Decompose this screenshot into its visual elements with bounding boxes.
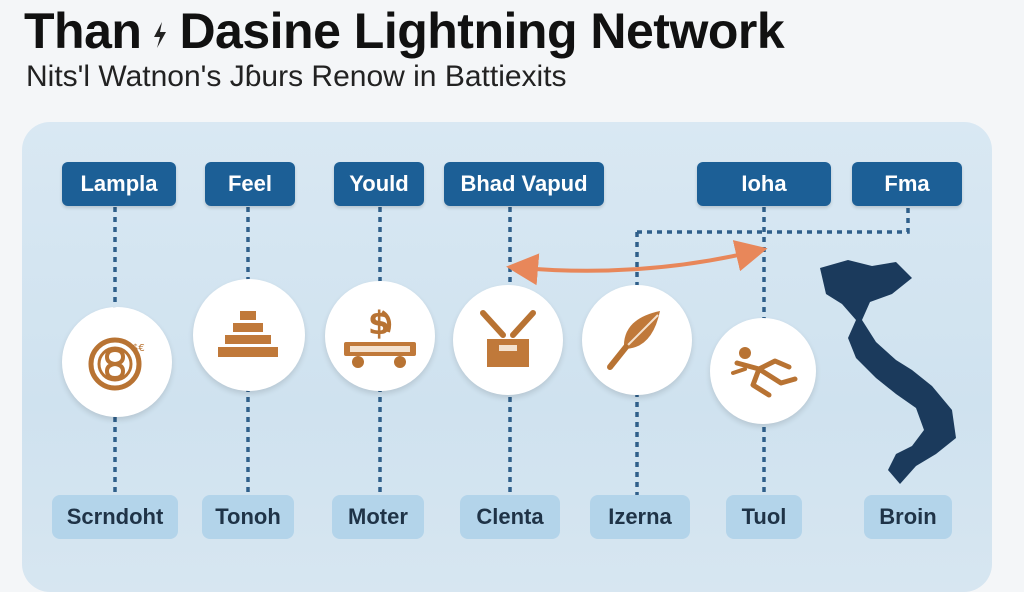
- double-arrow: [506, 240, 768, 286]
- top-label-fma: Fma: [852, 162, 962, 206]
- bottom-label-izerna: Izerna: [590, 495, 690, 539]
- lightning-icon: [154, 21, 167, 48]
- bottom-label-clenta: Clenta: [460, 495, 560, 539]
- node-circle-4: [453, 285, 563, 395]
- bottom-label-tuol: Tuol: [726, 495, 802, 539]
- coin-icon: $€: [88, 337, 145, 391]
- title-part-2: Dasine Lightning Network: [179, 3, 785, 59]
- svg-text:$: $: [368, 304, 390, 342]
- node-circle-2: [193, 279, 305, 391]
- page-subtitle: Nits'l Watnon's Jɓurs Renow in Battiexit…: [26, 60, 567, 93]
- running-figure-icon: [731, 347, 798, 398]
- leaf-tool-icon: [607, 311, 660, 370]
- title-part-1: Than: [24, 3, 142, 59]
- bottom-label-scrndoht: Scrndoht: [52, 495, 178, 539]
- svg-text:$€: $€: [132, 343, 145, 354]
- box-handshake-icon: [480, 310, 536, 367]
- vietnam-map-icon: [820, 260, 956, 484]
- stacked-bars-icon: [218, 311, 278, 357]
- top-label-feel: Feel: [205, 162, 295, 206]
- node-circle-1: $€: [62, 307, 172, 417]
- top-label-ioha: Ioha: [697, 162, 831, 206]
- page-title: Than Dasine Lightning Network: [24, 2, 785, 60]
- bottom-label-tonoh: Tonoh: [202, 495, 294, 539]
- money-cart-icon: $: [344, 304, 416, 368]
- node-circle-6: [710, 318, 816, 424]
- top-label-bhad-vapud: Bhad Vapud: [444, 162, 604, 206]
- bottom-label-broin: Broin: [864, 495, 952, 539]
- node-circle-3: $: [325, 281, 435, 391]
- bottom-label-moter: Moter: [332, 495, 424, 539]
- top-label-yould: Yould: [334, 162, 424, 206]
- top-label-lampla: Lampla: [62, 162, 176, 206]
- connector-bridge: [637, 207, 910, 234]
- node-circle-5: [582, 285, 692, 395]
- connector-layer: [113, 207, 910, 498]
